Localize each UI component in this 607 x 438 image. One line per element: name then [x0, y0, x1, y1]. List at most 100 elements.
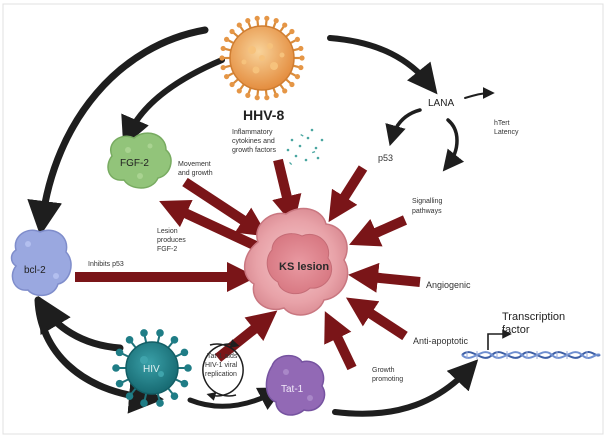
virus-spike-knob [220, 45, 226, 52]
arrow-lana-to-p53 [385, 108, 422, 147]
hiv-label: HIV [143, 364, 160, 375]
arrow-red-growth [324, 311, 357, 371]
arrow-red-p53 [328, 165, 368, 223]
arrow-red-angiogenic [348, 262, 421, 293]
inflammatory-label-1: Inflammatory [232, 129, 273, 136]
virus-spike-knob [282, 88, 288, 94]
virus-spike-knob [184, 364, 192, 372]
inflammatory-label-2: cytokines and [232, 138, 275, 145]
virus-spike-knob [223, 36, 230, 43]
movement-label-1: Movement [178, 161, 211, 168]
growth-label-2: promoting [372, 376, 403, 383]
virus-spike-knob [298, 64, 304, 71]
arrow-hhv8-to-bcl2 [27, 26, 209, 236]
virus-spike-knob [115, 379, 124, 388]
arrow-lana-to-htert [464, 87, 495, 100]
transcription-start-arrow-icon [487, 329, 512, 350]
hiv-virus-icon [112, 329, 192, 407]
arrow-hiv-to-bcl2 [37, 295, 124, 352]
virus-spike-knob [264, 15, 270, 21]
virus-spike-knob [180, 348, 189, 357]
tat-aids-label-1: Tat-1 aids [207, 353, 238, 360]
arrow-hhv8-to-fgf2 [121, 57, 225, 148]
arrow-red-hhv8 [272, 158, 302, 226]
virus-spike-knob [219, 55, 225, 61]
virus-spike-knob [245, 92, 251, 99]
virus-spike-knob [254, 95, 260, 101]
virus-spike-knob [289, 81, 295, 88]
virus-spike-knob [273, 92, 279, 99]
virus-spike-knob [294, 73, 301, 80]
bcl2-label: bcl-2 [24, 265, 46, 276]
virus-spike-knob [223, 73, 230, 80]
virus-spike-knob [273, 17, 279, 24]
virus-spike-knob [245, 17, 251, 24]
bcl2-protein-icon [10, 229, 72, 297]
virus-spike-knob [170, 392, 179, 400]
tat-cycle-icon [202, 339, 244, 401]
virus-spike-knob [125, 392, 134, 400]
arrow-to-transcription [332, 359, 479, 417]
lesion-label-3: FGF-2 [157, 246, 177, 253]
ks-lesion-label: KS lesion [279, 261, 329, 273]
virus-spike-knob [236, 88, 242, 94]
tat-aids-label-3: replication [205, 371, 237, 378]
inhibits-p53-label: Inhibits p53 [88, 261, 124, 268]
transcription-label-1: Transcription [502, 311, 565, 323]
arrow-lana-to-signalling [442, 118, 465, 172]
p53-label: p53 [378, 153, 393, 163]
arrow-hiv-to-tat1 [187, 387, 284, 411]
virus-spike-knob [156, 399, 164, 407]
hhv8-virus-icon [219, 15, 305, 101]
dark-arrows [27, 26, 495, 417]
angiogenic-label: Angiogenic [426, 280, 471, 290]
virus-spike-knob [229, 81, 235, 88]
virus-spike-knob [112, 364, 120, 372]
signalling-label-1: Signalling [412, 198, 442, 205]
virus-spike-knob [170, 336, 179, 344]
virus-spike-knob [125, 336, 134, 344]
movement-label-2: and growth [178, 170, 213, 177]
virus-spike-knob [140, 399, 148, 407]
signalling-label-2: pathways [412, 208, 442, 215]
arrow-red-ks-to-fgf2 [159, 199, 259, 251]
virus-spike-knob [264, 95, 270, 101]
virus-spike-knob [289, 28, 295, 35]
lesion-label-2: produces [157, 237, 186, 244]
inflammatory-label-3: growth factors [232, 147, 276, 154]
antiapoptotic-label: Anti-apoptotic [413, 336, 469, 346]
dna-helix-icon [461, 351, 601, 359]
cytokine-particles-icon [286, 128, 324, 166]
virus-spike-knob [282, 22, 288, 28]
lana-label: LANA [428, 98, 454, 109]
ks-lesion-cell-icon [244, 207, 349, 316]
virus-spike-knob [140, 329, 148, 337]
fgf2-label: FGF-2 [120, 158, 149, 169]
arrow-red-hiv-tat [214, 310, 278, 362]
virus-spike-knob [294, 36, 301, 43]
growth-label-1: Growth [372, 367, 395, 374]
htert-label: hTert [494, 120, 510, 127]
latency-label: Latency [494, 129, 519, 136]
hhv8-title: HHV-8 [243, 107, 284, 123]
virus-spike-knob [220, 64, 226, 71]
virus-spike-knob [115, 348, 124, 357]
arrow-hhv8-to-lana [327, 35, 438, 95]
arrow-red-signalling [349, 215, 408, 247]
virus-spike-knob [180, 379, 189, 388]
virus-spike-knob [299, 55, 305, 61]
tat1-label: Tat-1 [281, 384, 304, 395]
virus-spike-knob [229, 28, 235, 35]
arrow-red-antiapoptotic [345, 297, 408, 341]
virus-spike-knob [236, 22, 242, 28]
tat1-protein-icon [265, 354, 326, 416]
arrow-red-fgf2-to-ks [182, 177, 269, 237]
virus-spike-knob [156, 329, 164, 337]
virus-spike-knob [298, 45, 304, 52]
lesion-label-1: Lesion [157, 228, 178, 235]
tat-aids-label-2: HIV-1 viral [205, 362, 238, 369]
fgf2-protein-icon [107, 132, 172, 189]
virus-spike-knob [254, 15, 260, 21]
